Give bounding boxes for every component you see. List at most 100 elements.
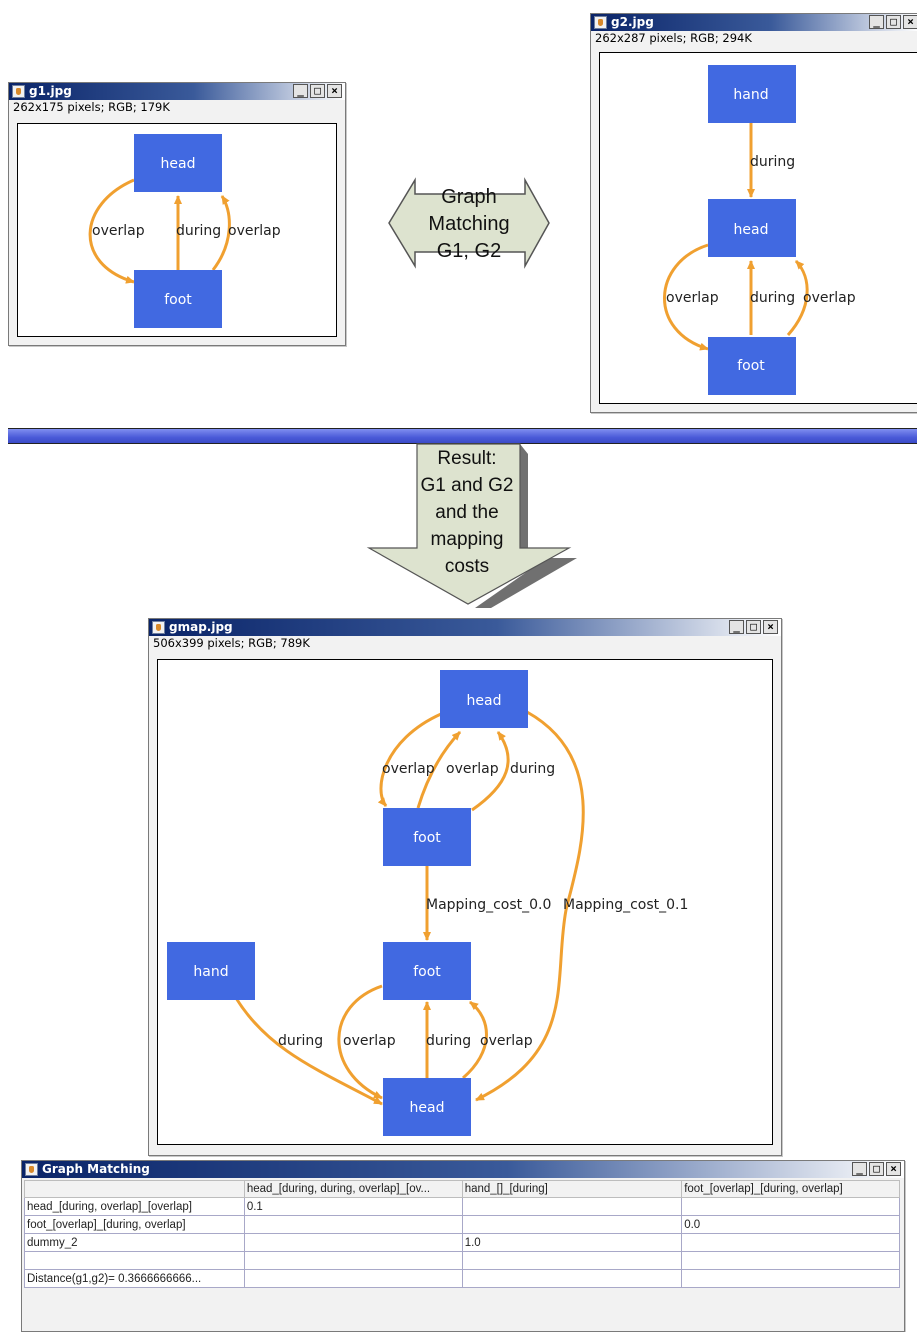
edge-label-during: during (176, 223, 221, 239)
java-cup-icon (12, 85, 25, 98)
window-title: Graph Matching (42, 1162, 150, 1176)
edge-label-during-a: during (510, 761, 555, 777)
gmap-graph: head foot hand foot head overlap overlap… (167, 670, 688, 1136)
image-info: 262x175 pixels; RGB; 179K (13, 100, 170, 114)
minimize-icon[interactable]: _ (852, 1162, 867, 1176)
table-cell[interactable] (461, 1269, 683, 1288)
edge-label-overlap-c: overlap (343, 1033, 396, 1049)
result-text-line4: mapping (431, 529, 504, 550)
edge-label-overlap-left: overlap (92, 223, 145, 239)
edge-mapping-cost-1 (475, 710, 585, 1102)
node-head-top (440, 670, 528, 728)
node-head-top-label: head (467, 693, 502, 709)
java-cup-icon (25, 1163, 38, 1176)
result-text-line5: costs (445, 556, 489, 577)
node-head (708, 199, 796, 257)
maximize-icon[interactable]: □ (746, 620, 761, 634)
node-head-label: head (161, 156, 196, 172)
edge-overlap-b (416, 730, 462, 809)
edge-overlap-c (337, 984, 383, 1100)
table-header-row: head_[during, during, overlap]_[ov... ha… (24, 1180, 900, 1198)
graph-matching-arrow: Graph Matching G1, G2 (388, 177, 550, 269)
result-text-line2: G1 and G2 (421, 475, 514, 496)
g1-titlebar[interactable]: g1.jpg _ □ × (9, 83, 345, 100)
table-cell[interactable] (243, 1233, 463, 1252)
gmap-titlebar[interactable]: gmap.jpg _ □ × (149, 619, 781, 636)
table-row[interactable]: foot_[overlap]_[during, overlap] 0.0 (24, 1215, 900, 1234)
table-cell[interactable] (681, 1269, 900, 1288)
edge-label-overlap-right: overlap (803, 290, 856, 306)
table-cell[interactable] (243, 1215, 463, 1234)
minimize-icon[interactable]: _ (293, 84, 308, 98)
graph-matching-titlebar[interactable]: Graph Matching _ □ × (22, 1161, 904, 1178)
edge-label-overlap-a: overlap (382, 761, 435, 777)
window-title: g2.jpg (611, 15, 654, 29)
node-foot-top (383, 808, 471, 866)
table-cell[interactable] (243, 1269, 463, 1288)
node-head (134, 134, 222, 192)
table-header-cell[interactable]: head_[during, during, overlap]_[ov... (243, 1180, 463, 1198)
edge-label-during: during (750, 290, 795, 306)
table-cell[interactable] (461, 1251, 683, 1270)
node-foot-label: foot (737, 358, 765, 374)
result-text-line3: and the (435, 502, 498, 523)
table-cell[interactable]: dummy_2 (24, 1233, 245, 1252)
table-header-cell[interactable]: hand_[]_[during] (461, 1180, 683, 1198)
edge-label-overlap-d: overlap (480, 1033, 533, 1049)
edge-overlap-left (663, 243, 709, 351)
table-cell[interactable] (461, 1197, 683, 1216)
java-cup-icon (594, 16, 607, 29)
window-title: g1.jpg (29, 84, 72, 98)
edge-label-overlap-b: overlap (446, 761, 499, 777)
g2-titlebar[interactable]: g2.jpg _ □ × (591, 14, 917, 31)
close-icon[interactable]: × (886, 1162, 901, 1176)
g2-window: g2.jpg _ □ × 262x287 pixels; RGB; 294K h… (590, 13, 917, 413)
node-hand-label: hand (733, 87, 768, 103)
close-icon[interactable]: × (327, 84, 342, 98)
table-cell[interactable] (24, 1251, 245, 1270)
edge-label-overlap-right: overlap (228, 223, 281, 239)
node-hand (708, 65, 796, 123)
table-row[interactable] (24, 1251, 900, 1270)
node-foot-top-label: foot (413, 830, 441, 846)
table-cell[interactable] (681, 1251, 900, 1270)
table-cell[interactable] (461, 1215, 683, 1234)
table-cell[interactable]: head_[during, overlap]_[overlap] (24, 1197, 245, 1216)
close-icon[interactable]: × (903, 15, 917, 29)
node-hand (167, 942, 255, 1000)
table-header-cell[interactable]: foot_[overlap]_[during, overlap] (681, 1180, 900, 1198)
edge-overlap-left (88, 178, 135, 284)
table-cell[interactable] (243, 1251, 463, 1270)
table-row[interactable]: Distance(g1,g2)= 0.3666666666... (24, 1269, 900, 1288)
table-cell[interactable] (681, 1233, 900, 1252)
table-cell[interactable]: 0.0 (681, 1215, 900, 1234)
node-head-label: head (734, 222, 769, 238)
gmap-canvas: head foot hand foot head overlap overlap… (157, 659, 773, 1145)
edge-label-overlap-left: overlap (666, 290, 719, 306)
table-cell[interactable]: 0.1 (243, 1197, 463, 1216)
node-head-bottom (383, 1078, 471, 1136)
node-head-bottom-label: head (410, 1100, 445, 1116)
table-cell[interactable] (681, 1197, 900, 1216)
edge-label-during-hand: during (278, 1033, 323, 1049)
maximize-icon[interactable]: □ (886, 15, 901, 29)
edge-overlap-d (462, 1000, 488, 1080)
window-title: gmap.jpg (169, 620, 233, 634)
table-cell[interactable]: foot_[overlap]_[during, overlap] (24, 1215, 245, 1234)
java-cup-icon (152, 621, 165, 634)
table-row[interactable]: head_[during, overlap]_[overlap] 0.1 (24, 1197, 900, 1216)
edge-during-a (471, 731, 510, 812)
close-icon[interactable]: × (763, 620, 778, 634)
maximize-icon[interactable]: □ (869, 1162, 884, 1176)
table-cell[interactable]: 1.0 (461, 1233, 683, 1252)
matching-cost-table: head_[during, during, overlap]_[ov... ha… (24, 1180, 900, 1288)
table-row[interactable]: dummy_2 1.0 (24, 1233, 900, 1252)
edge-label-during-top: during (750, 154, 795, 170)
image-info: 262x287 pixels; RGB; 294K (595, 31, 752, 45)
minimize-icon[interactable]: _ (729, 620, 744, 634)
table-header-cell[interactable] (24, 1180, 245, 1198)
minimize-icon[interactable]: _ (869, 15, 884, 29)
g2-graph: hand head foot during overlap during ove… (663, 65, 856, 395)
maximize-icon[interactable]: □ (310, 84, 325, 98)
distance-cell[interactable]: Distance(g1,g2)= 0.3666666666... (24, 1269, 245, 1288)
